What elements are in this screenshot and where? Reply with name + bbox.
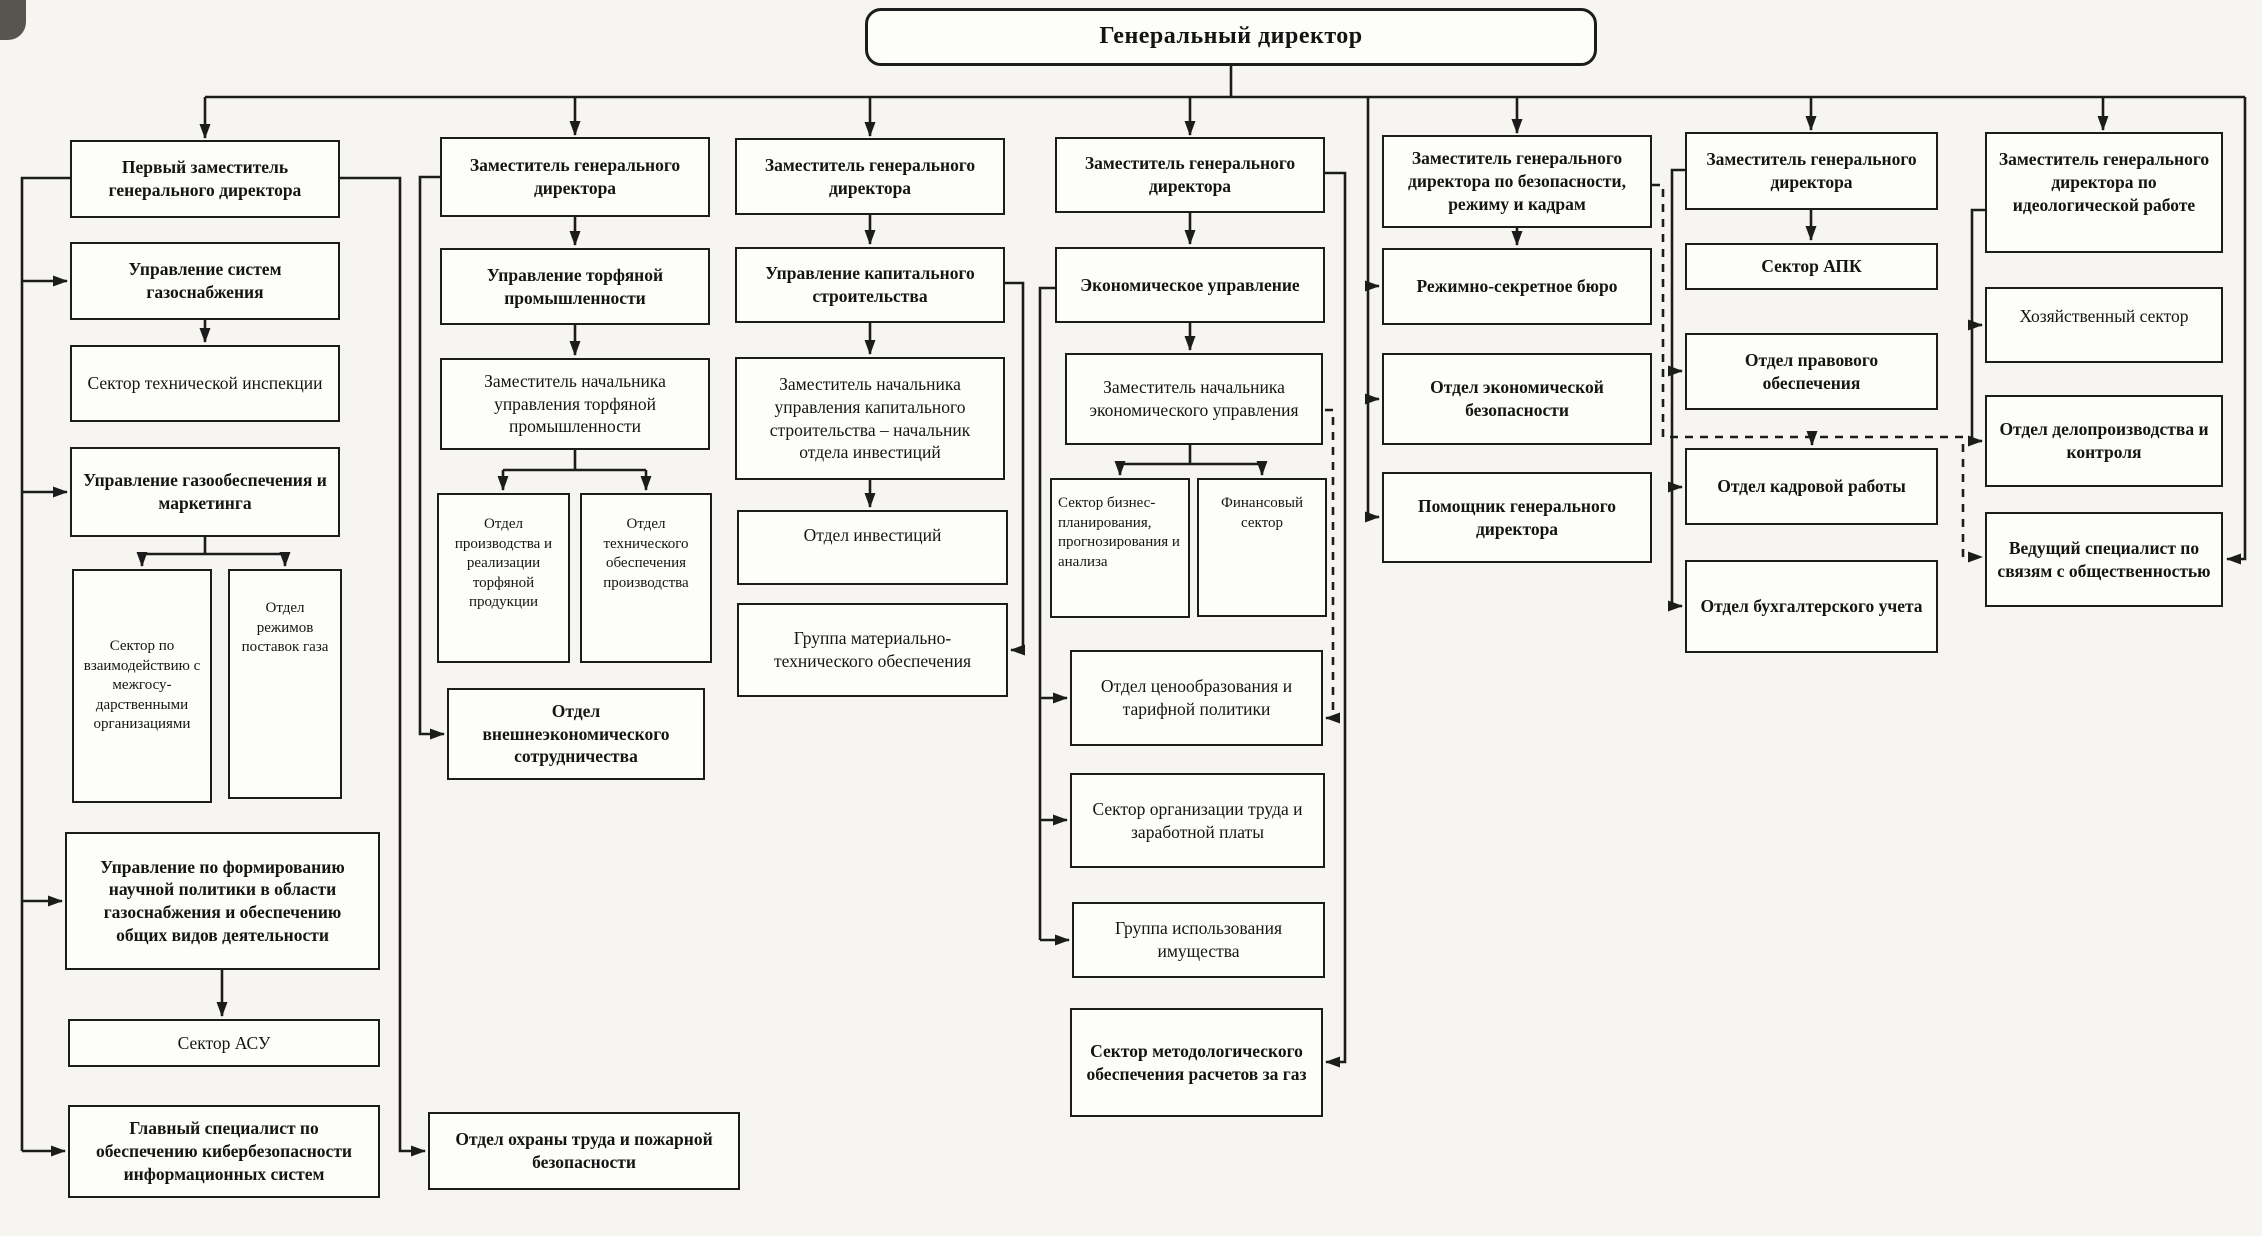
node-label: Заместитель начальника управления торфян… [484, 370, 666, 437]
node-production-technical-support-dept: Отдел технического обеспечения производс… [580, 493, 712, 663]
node-label: Сектор бизнес-планирования, прогнозирова… [1058, 495, 1180, 570]
node-label: Отдел правового обеспечения [1744, 349, 1879, 393]
node-label: Хозяйственный сектор [2019, 306, 2189, 326]
node-label: Отдел производства и реализации торфяной… [454, 516, 553, 610]
top-rail-connectors [199, 66, 2247, 565]
node-label: Отдел ценообразования и тарифной политик… [1100, 676, 1293, 719]
node-label: Управление по формированию научной полит… [100, 856, 345, 945]
node-legal-dept: Отдел правового обеспечения [1685, 333, 1938, 410]
node-label: Группа использования имущества [1114, 918, 1283, 961]
node-label: Отдел охраны труда и пожарной безопаснос… [455, 1129, 713, 1172]
scan-corner-artifact [0, 0, 26, 40]
node-foreign-economic-dept: Отдел внешнеэкономического сотрудничеств… [447, 688, 705, 780]
node-gas-delivery-regimes-dept: Отдел режимов поставок газа [228, 569, 342, 799]
node-pr-specialist: Ведущий специалист по связям с обществен… [1985, 512, 2223, 607]
node-asu-sector: Сектор АСУ [68, 1019, 380, 1067]
node-deputy-gd-apk: Заместитель генерального директора [1685, 132, 1938, 210]
node-label: Первый заместитель генерального директор… [108, 157, 302, 200]
node-label: Заместитель генерального директора [764, 154, 976, 198]
node-general-director: Генеральный директор [865, 8, 1597, 66]
node-label: Отдел инвестиций [803, 525, 942, 545]
node-hr-dept: Отдел кадровой работы [1685, 448, 1938, 525]
node-label: Управление газообеспечения и маркетинга [83, 470, 327, 513]
node-label: Заместитель начальника экономического уп… [1089, 377, 1299, 420]
node-financial-sector: Финансовый сектор [1197, 478, 1327, 617]
node-capital-construction-dept: Управление капитального строительства [735, 247, 1005, 323]
node-label: Отдел экономической безопасности [1430, 377, 1604, 420]
node-label: Сектор методологического обеспечения рас… [1086, 1040, 1307, 1084]
node-label: Отдел бухгалтерского учета [1700, 596, 1923, 617]
node-peat-industry-dept: Управление торфяной промышленности [440, 248, 710, 325]
node-label: Управление систем газоснабжения [128, 259, 282, 302]
node-secret-regime-bureau: Режимно-секретное бюро [1382, 248, 1652, 325]
node-label: Отдел технического обеспечения производс… [603, 516, 689, 591]
node-label: Заместитель генерального директора по ид… [1998, 149, 2210, 215]
node-label: Отдел режимов поставок газа [241, 600, 329, 655]
node-peat-deputy-head: Заместитель начальника управления торфян… [440, 358, 710, 450]
column2-connectors [418, 175, 652, 740]
node-deputy-gd-economics: Заместитель генерального директора [1055, 137, 1325, 213]
node-label: Сектор АПК [1761, 256, 1862, 277]
node-label: Помощник генерального директора [1417, 495, 1616, 539]
node-label: Отдел делопроизводства и контроля [1999, 419, 2209, 462]
node-material-technical-group: Группа материально-технического обеспече… [737, 603, 1008, 697]
node-first-deputy-general-director: Первый заместитель генерального директор… [70, 140, 340, 218]
node-property-use-group: Группа использования имущества [1072, 902, 1325, 978]
node-deputy-gd-security: Заместитель генерального директора по бе… [1382, 135, 1652, 228]
node-deputy-gd-ideology: Заместитель генерального директора по ид… [1985, 132, 2223, 253]
node-economic-security-dept: Отдел экономической безопасности [1382, 353, 1652, 445]
node-labor-organization-sector: Сектор организации труда и заработной пл… [1070, 773, 1325, 868]
node-peat-production-sales-dept: Отдел производства и реализации торфяной… [437, 493, 570, 663]
column4-connectors [1038, 171, 1347, 1068]
node-label: Сектор АСУ [177, 1032, 271, 1053]
node-cybersecurity-chief-specialist: Главный специалист по обеспечению киберб… [68, 1105, 380, 1198]
node-construction-deputy-head: Заместитель начальника управления капита… [735, 357, 1005, 480]
node-label: Экономическое управление [1080, 274, 1300, 295]
node-gas-settlements-methodology-sector: Сектор методологического обеспечения рас… [1070, 1008, 1323, 1117]
column7-connectors [1968, 208, 1985, 447]
node-technical-inspection-sector: Сектор технической инспекции [70, 345, 340, 422]
column1-connectors [20, 176, 426, 1157]
node-economic-dept: Экономическое управление [1055, 247, 1325, 323]
node-gas-provision-marketing-dept: Управление газообеспечения и маркетинга [70, 447, 340, 537]
node-label: Заместитель генерального директора по бе… [1408, 148, 1626, 214]
column6-connectors [1668, 168, 1817, 612]
node-label: Режимно-секретное бюро [1416, 276, 1618, 297]
node-interstate-organizations-sector: Сектор по взаимодействию с межгосу­дарст… [72, 569, 212, 803]
node-label: Группа материально-технического обеспече… [773, 628, 972, 671]
node-records-control-dept: Отдел делопроизводства и контроля [1985, 395, 2223, 487]
node-label: Заместитель генерального директора [469, 155, 681, 198]
node-label: Сектор по взаимодействию с межгосу­дарст… [83, 638, 201, 733]
node-economic-deputy-head: Заместитель начальника экономического уп… [1065, 353, 1323, 445]
node-science-policy-dept: Управление по формированию научной полит… [65, 832, 380, 970]
node-label: Главный специалист по обеспечению киберб… [95, 1118, 352, 1184]
column3-connectors [864, 215, 1025, 656]
node-label: Сектор организации труда и заработной пл… [1092, 798, 1303, 842]
node-labor-safety-fire-dept: Отдел охраны труда и пожарной безопаснос… [428, 1112, 740, 1190]
node-business-planning-sector: Сектор бизнес-планирования, прогнозирова… [1050, 478, 1190, 618]
node-label: Ведущий специалист по связям с обществен… [1997, 537, 2211, 581]
node-deputy-gd-construction: Заместитель генерального директора [735, 138, 1005, 215]
node-gas-supply-systems-dept: Управление систем газоснабжения [70, 242, 340, 320]
node-label: Управление капитального строительства [765, 263, 975, 306]
node-label: Заместитель генерального директора [1706, 149, 1917, 192]
node-label: Заместитель генерального директора [1084, 153, 1296, 196]
node-apk-sector: Сектор АПК [1685, 243, 1938, 290]
node-label: Отдел внешнеэкономического сотрудничеств… [482, 700, 670, 767]
node-label: Заместитель начальника управления капита… [769, 374, 971, 463]
node-pricing-tariff-dept: Отдел ценообразования и тарифной политик… [1070, 650, 1323, 746]
node-label: Финансовый сектор [1221, 495, 1303, 531]
node-label: Сектор технической инспекции [87, 373, 323, 394]
node-label: Генеральный директор [1099, 23, 1363, 50]
column5-connectors [1365, 97, 1983, 563]
node-household-sector: Хозяйственный сектор [1985, 287, 2223, 363]
node-investments-dept: Отдел инвестиций [737, 510, 1008, 585]
node-deputy-gd-peat: Заместитель генерального директора [440, 137, 710, 217]
node-gd-assistant: Помощник генерального директора [1382, 472, 1652, 563]
node-label: Отдел кадровой работы [1717, 476, 1906, 497]
node-label: Управление торфяной промышленности [486, 264, 664, 308]
node-accounting-dept: Отдел бухгалтерского учета [1685, 560, 1938, 653]
